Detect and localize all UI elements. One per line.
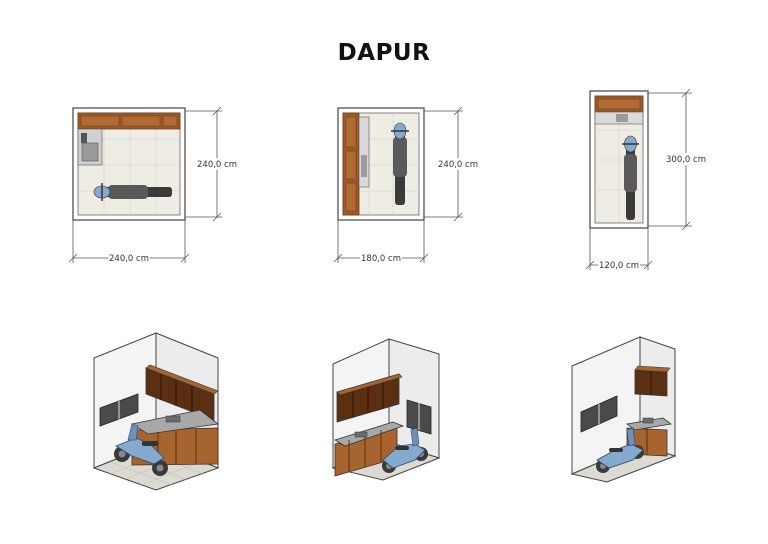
width-label: 180,0 cm [361, 254, 401, 264]
window-icon [99, 393, 139, 427]
motorcycle-icon [93, 183, 172, 201]
depth-label-bg [665, 153, 707, 165]
isometric-view-2 [331, 338, 441, 481]
floor-plan-2: 240,0 cm 180,0 cm [333, 106, 479, 264]
width-label: 120,0 cm [599, 261, 639, 271]
depth-label-bg [196, 158, 238, 170]
counter-top [594, 95, 644, 125]
window-icon [580, 395, 618, 433]
counter-top [77, 112, 181, 166]
isometric-view-1 [92, 332, 220, 491]
upper-cabinets [634, 365, 671, 397]
width-label-bg [108, 252, 150, 264]
floor-plan-3: 300,0 cm 120,0 cm [585, 88, 707, 271]
depth-label: 240,0 cm [438, 160, 478, 170]
page-title: DAPUR [337, 40, 431, 66]
depth-label: 240,0 cm [197, 160, 237, 170]
width-label-bg [598, 259, 640, 271]
width-label: 240,0 cm [109, 254, 149, 264]
counter-top [342, 112, 370, 216]
motorcycle-icon [382, 427, 428, 473]
motorcycle-icon [596, 427, 644, 473]
upper-cabinets [336, 373, 403, 423]
depth-label-bg [437, 158, 479, 170]
motorcycle-icon [114, 423, 168, 476]
window-icon [406, 399, 432, 435]
floor-plan-1: 240,0 cm 240,0 cm [68, 106, 238, 264]
upper-cabinets [145, 364, 219, 421]
width-label-bg [360, 252, 402, 264]
isometric-view-3 [570, 336, 677, 483]
motorcycle-icon [622, 135, 639, 220]
depth-label: 300,0 cm [666, 155, 706, 165]
motorcycle-icon [391, 122, 409, 205]
